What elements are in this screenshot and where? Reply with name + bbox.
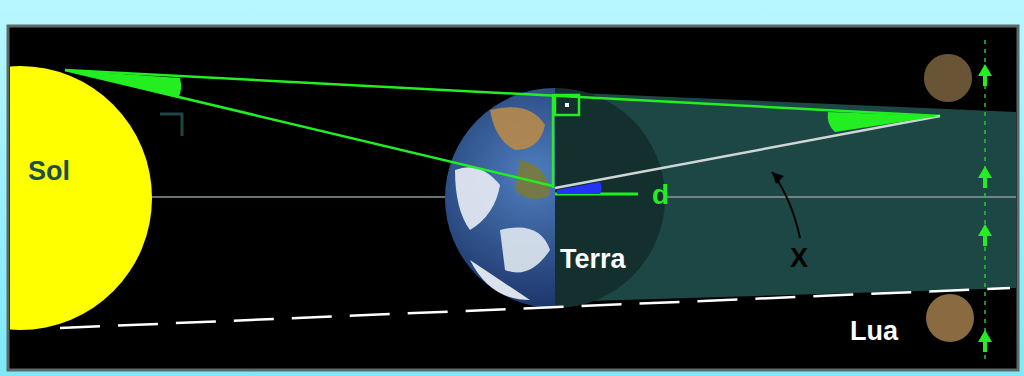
earth-label: Terra [560,246,626,273]
angle-wedge [65,70,181,98]
sun [10,66,152,330]
angle-arrowhead [772,172,784,184]
right-angle-sun [160,114,182,136]
moon-bottom [926,294,974,342]
moon-motion-arrows [978,64,992,352]
angle-wedge-blue [557,182,602,194]
tangent-ray [65,70,940,116]
angle-arrow [772,172,800,238]
distance-label: d [652,181,669,209]
moon-label: Lua [850,318,898,345]
earth [445,88,665,308]
moon-top [924,54,972,102]
sun-earth-ray [65,70,553,186]
angle-label: X [790,245,808,272]
moon-sightline [555,116,940,188]
sun-label: Sol [28,158,70,185]
angle-wedge [828,112,940,132]
right-angle [555,95,579,115]
right-angle-dot [565,103,569,107]
space-background [8,26,1018,370]
moon-orbit [984,40,986,360]
